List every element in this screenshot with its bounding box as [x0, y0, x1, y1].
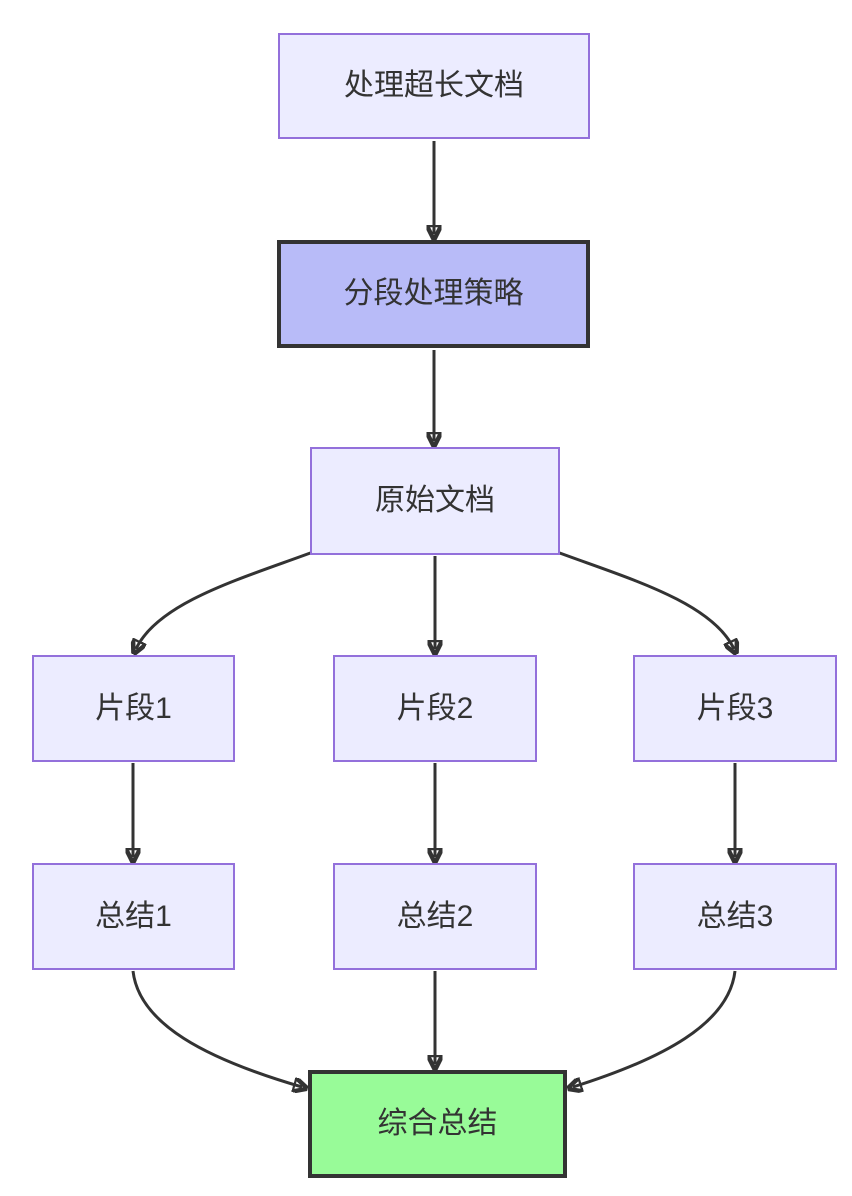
node-summary-3: 总结3 [633, 863, 837, 970]
edge-sum3-to-final [573, 970, 737, 1087]
edge-sum1-to-final [131, 970, 302, 1087]
node-fragment-3: 片段3 [633, 655, 837, 762]
node-strategy-label: 分段处理策略 [343, 277, 524, 310]
node-task-label: 处理超长文档 [344, 69, 524, 102]
node-summary-1-label: 总结1 [95, 899, 172, 933]
edge-doc-to-frag3 [556, 550, 734, 649]
node-fragment-2-label: 片段2 [396, 691, 474, 725]
node-summary-1: 总结1 [32, 863, 235, 970]
node-summary-2-label: 总结2 [396, 899, 474, 933]
node-fragment-3-label: 片段3 [696, 691, 774, 725]
node-summary-3-label: 总结3 [696, 899, 774, 933]
node-fragment-1-label: 片段1 [95, 691, 172, 725]
node-source-doc: 原始文档 [310, 447, 560, 555]
edge-doc-to-frag1 [136, 550, 314, 649]
node-summary-2: 总结2 [333, 863, 537, 970]
node-fragment-1: 片段1 [32, 655, 235, 762]
node-final-summary: 综合总结 [308, 1070, 567, 1178]
node-source-doc-label: 原始文档 [375, 484, 495, 517]
node-task: 处理超长文档 [278, 33, 590, 139]
node-final-summary-label: 综合总结 [377, 1107, 498, 1140]
node-fragment-2: 片段2 [333, 655, 537, 762]
node-strategy: 分段处理策略 [277, 240, 590, 348]
